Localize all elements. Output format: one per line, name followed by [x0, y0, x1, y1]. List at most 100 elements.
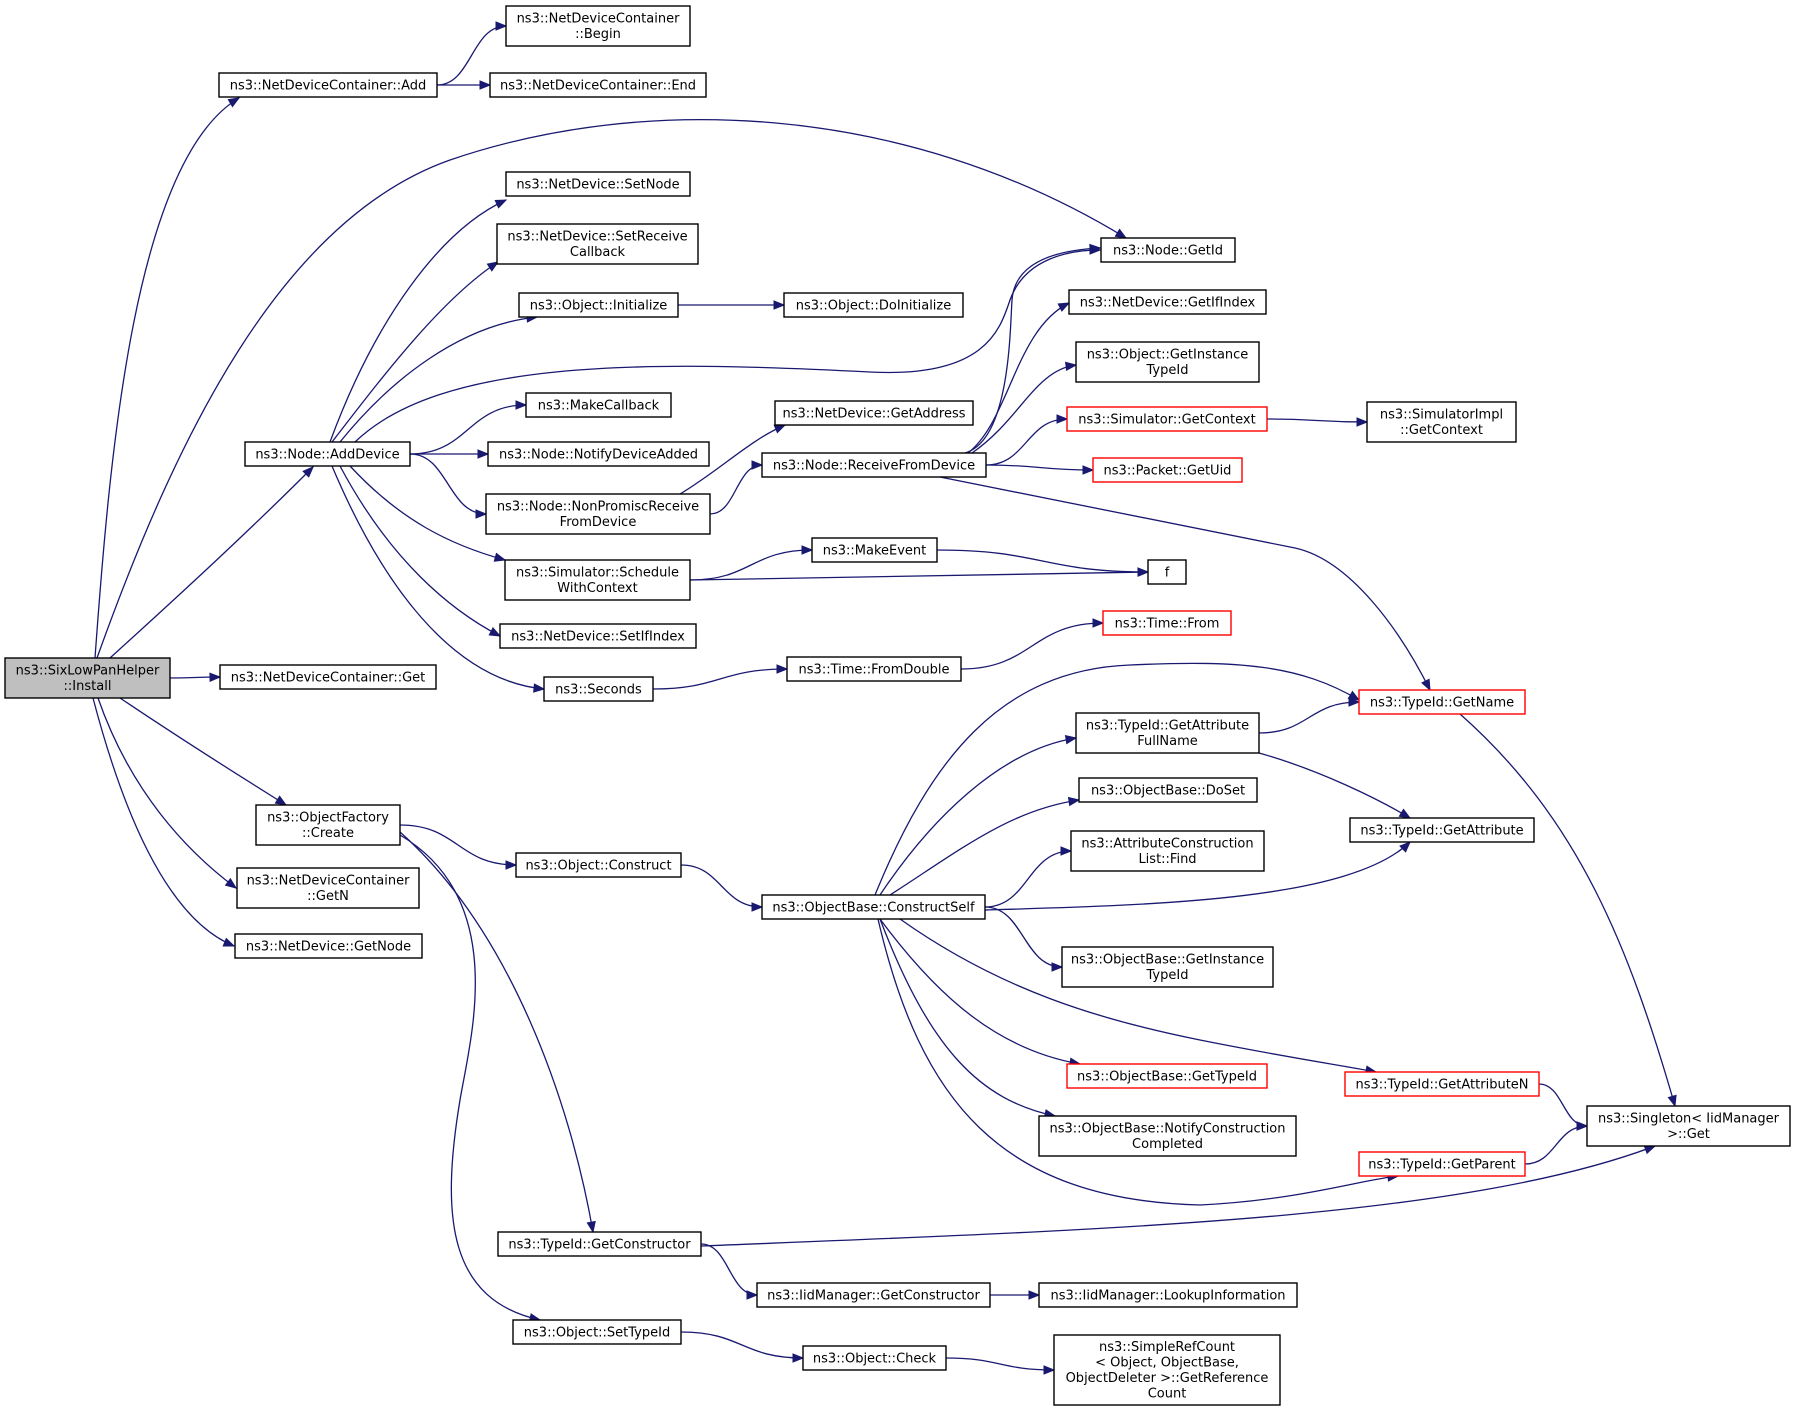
node-iid-lookup[interactable]: ns3::IidManager::LookupInformation: [1038, 1282, 1298, 1308]
node-label-line: ns3::TypeId::GetAttributeN: [1355, 1077, 1528, 1092]
arrowhead: [1137, 567, 1150, 577]
node-label-line: ns3::ObjectBase::DoSet: [1091, 783, 1245, 798]
node-seconds[interactable]: ns3::Seconds: [543, 676, 654, 702]
edge-ob_constructself-to-typeid_getattrfull: [879, 734, 1078, 896]
node-obj-settypeid[interactable]: ns3::Object::SetTypeId: [512, 1319, 682, 1345]
edge-line: [109, 466, 314, 659]
node-typeid-getattribute[interactable]: ns3::TypeId::GetAttribute: [1349, 817, 1535, 843]
edge-line: [1266, 418, 1368, 423]
edge-line: [985, 464, 1094, 471]
node-install[interactable]: ns3::SixLowPanHelper::Install: [4, 657, 171, 699]
arrowhead: [1056, 414, 1069, 424]
node-f[interactable]: f: [1147, 559, 1187, 585]
edge-obj_initialize-to-obj_doinitialize: [678, 300, 786, 310]
node-objfactory-create[interactable]: ns3::ObjectFactory::Create: [255, 804, 401, 846]
node-ndc-end[interactable]: ns3::NetDeviceContainer::End: [489, 72, 707, 98]
node-box: [1092, 457, 1243, 483]
node-label-line: ns3::NetDevice::SetNode: [516, 177, 679, 192]
node-nd-getifindex[interactable]: ns3::NetDevice::GetIfIndex: [1068, 289, 1267, 315]
arrowhead: [1398, 808, 1412, 819]
node-label-line: ns3::Time::From: [1115, 616, 1220, 631]
node-nd-getnode[interactable]: ns3::NetDevice::GetNode: [234, 933, 423, 959]
node-obj-initialize[interactable]: ns3::Object::Initialize: [518, 292, 679, 318]
node-typeid-getname[interactable]: ns3::TypeId::GetName: [1358, 689, 1526, 715]
node-simplerefcount[interactable]: ns3::SimpleRefCount< Object, ObjectBase,…: [1053, 1334, 1281, 1406]
node-packet-getuid[interactable]: ns3::Packet::GetUid: [1092, 457, 1243, 483]
node-time-fromdouble[interactable]: ns3::Time::FromDouble: [786, 656, 962, 682]
node-iid-getconstructor[interactable]: ns3::IidManager::GetConstructor: [756, 1282, 991, 1308]
node-label-line: ObjectDeleter >::GetReference: [1066, 1371, 1269, 1386]
arrowhead: [1399, 841, 1411, 853]
node-node-receive[interactable]: ns3::Node::ReceiveFromDevice: [761, 452, 987, 478]
node-ob-constructself[interactable]: ns3::ObjectBase::ConstructSelf: [761, 894, 986, 920]
arrowhead: [1089, 243, 1102, 254]
node-label-line: ns3::Object::Check: [813, 1351, 937, 1366]
node-typeid-getparent[interactable]: ns3::TypeId::GetParent: [1358, 1151, 1526, 1177]
node-label-line: ns3::SimpleRefCount: [1099, 1340, 1235, 1355]
node-label-line: ns3::TypeId::GetAttribute: [1360, 823, 1523, 838]
edge-typeid_getconstructor-to-iid_getconstructor: [700, 1243, 759, 1300]
node-singleton-get[interactable]: ns3::Singleton< IidManager>::Get: [1586, 1105, 1791, 1147]
edge-line: [680, 864, 763, 908]
arrowhead: [1028, 1290, 1041, 1300]
node-nd-setnode[interactable]: ns3::NetDevice::SetNode: [505, 171, 691, 197]
node-obj-check[interactable]: ns3::Object::Check: [802, 1345, 947, 1371]
node-ndc-add[interactable]: ns3::NetDeviceContainer::Add: [218, 72, 438, 98]
node-obj-doinitialize[interactable]: ns3::Object::DoInitialize: [783, 292, 964, 318]
edge-line: [96, 119, 1127, 659]
edge-sim_schedule-to-f: [689, 567, 1150, 581]
node-node-notify[interactable]: ns3::Node::NotifyDeviceAdded: [487, 441, 710, 467]
arrowhead: [1064, 734, 1078, 745]
node-obj-construct[interactable]: ns3::Object::Construct: [515, 852, 682, 878]
edge-ndc_add-to-ndc_begin: [436, 21, 508, 86]
node-node-adddevice[interactable]: ns3::Node::AddDevice: [244, 441, 411, 467]
node-label-line: ns3::Time::FromDouble: [799, 662, 950, 677]
node-nd-setifindex[interactable]: ns3::NetDevice::SetIfIndex: [499, 623, 697, 649]
edge-line: [984, 906, 1063, 968]
arrowhead: [776, 664, 789, 674]
edge-line: [399, 831, 594, 1233]
edge-line: [985, 418, 1068, 466]
node-ndc-begin[interactable]: ns3::NetDeviceContainer::Begin: [505, 5, 691, 47]
node-ndc-get[interactable]: ns3::NetDeviceContainer::Get: [219, 664, 437, 690]
node-box: [525, 392, 672, 418]
edge-line: [700, 1243, 758, 1296]
node-ndc-getn[interactable]: ns3::NetDeviceContainer::GetN: [236, 867, 420, 909]
node-time-from[interactable]: ns3::Time::From: [1102, 610, 1232, 636]
edge-node_adddevice-to-node_getid: [354, 245, 1102, 443]
arrowhead: [1057, 302, 1071, 312]
edge-line: [709, 464, 763, 515]
edge-line: [409, 453, 487, 515]
node-nd-getaddress[interactable]: ns3::NetDevice::GetAddress: [774, 400, 974, 426]
node-box: [1061, 946, 1274, 988]
node-sim-getcontext[interactable]: ns3::Simulator::GetContext: [1066, 406, 1268, 432]
node-typeid-getattributen[interactable]: ns3::TypeId::GetAttributeN: [1344, 1071, 1540, 1097]
arrowhead: [222, 937, 236, 947]
node-makecallback[interactable]: ns3::MakeCallback: [525, 392, 672, 418]
node-ob-gettypeid[interactable]: ns3::ObjectBase::GetTypeId: [1066, 1063, 1268, 1089]
node-node-getid[interactable]: ns3::Node::GetId: [1100, 237, 1236, 263]
node-box: [802, 1345, 947, 1371]
edge-line: [1524, 1125, 1588, 1165]
node-typeid-getconstructor[interactable]: ns3::TypeId::GetConstructor: [497, 1231, 702, 1257]
node-simimpl-getcontext[interactable]: ns3::SimulatorImpl::GetContext: [1366, 401, 1517, 443]
arrowhead: [475, 509, 488, 519]
node-label-line: ::Create: [302, 826, 354, 841]
edge-node_receive-to-sim_getcontext: [985, 414, 1069, 466]
edge-line: [94, 97, 240, 659]
node-ob-notifyconstr[interactable]: ns3::ObjectBase::NotifyConstructionCompl…: [1038, 1115, 1297, 1157]
node-label-line: ns3::Node::NonPromiscReceive: [497, 500, 699, 515]
arrowhead: [1356, 417, 1369, 427]
edge-line: [339, 316, 538, 443]
edge-line: [879, 918, 1056, 1117]
node-ob-doset[interactable]: ns3::ObjectBase::DoSet: [1078, 777, 1258, 803]
node-makeevent[interactable]: ns3::MakeEvent: [811, 537, 938, 563]
edge-line: [889, 799, 1080, 896]
